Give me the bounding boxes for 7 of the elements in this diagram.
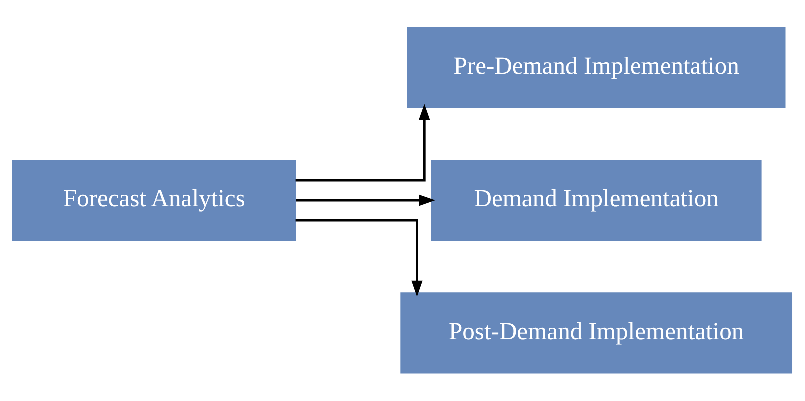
node-box: Post-Demand Implementation <box>400 292 792 374</box>
arrow <box>296 219 423 297</box>
node-box: Pre-Demand Implementation <box>407 27 786 108</box>
arrow <box>296 194 436 206</box>
node-box: Demand Implementation <box>431 160 762 242</box>
node-box: Forecast Analytics <box>12 160 296 242</box>
arrow <box>296 104 430 182</box>
